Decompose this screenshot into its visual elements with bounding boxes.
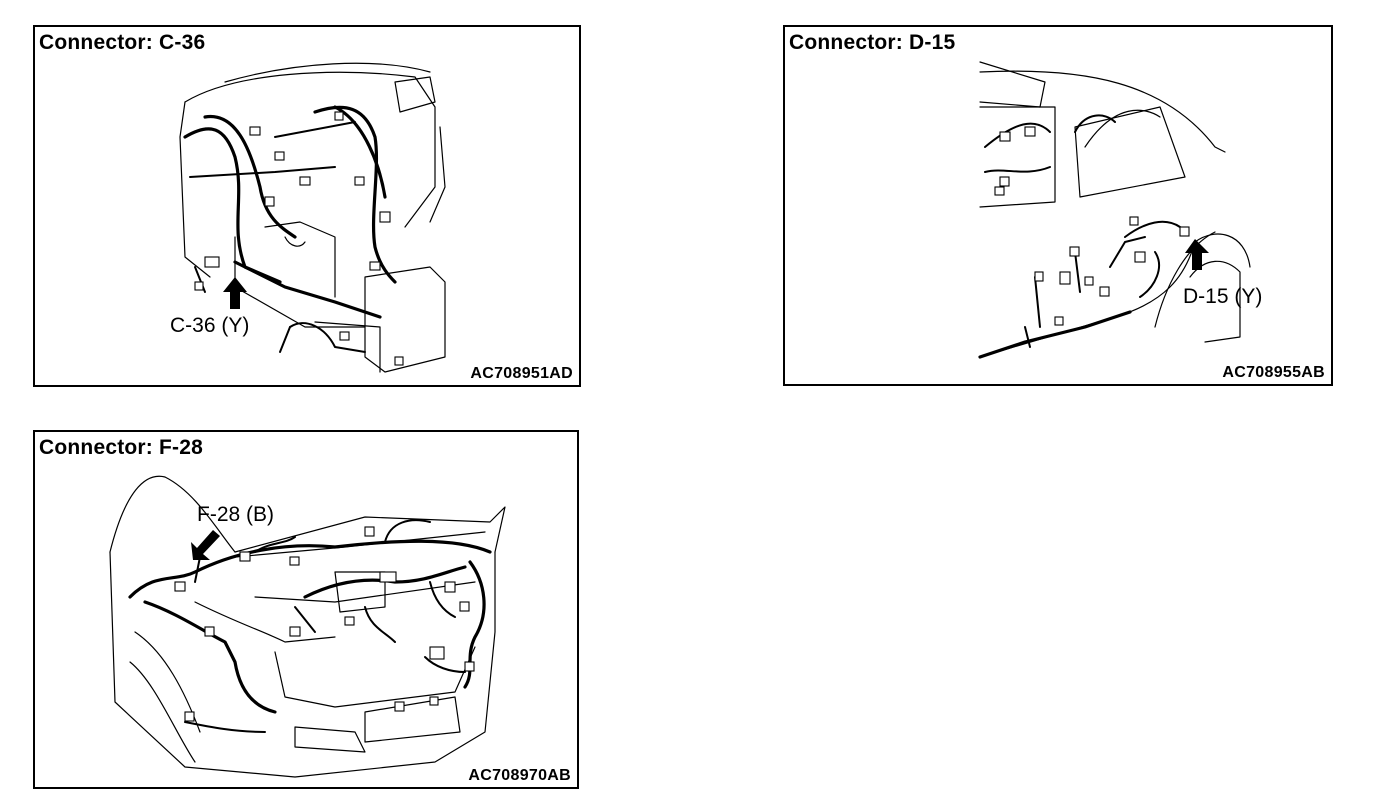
- connector-callout-label: C-36 (Y): [170, 314, 250, 337]
- connector-f28-panel: Connector: F-28 F-28 (B) AC708970AB: [33, 430, 579, 789]
- floor-harness-illustration: [978, 61, 1251, 359]
- figure-code: AC708951AD: [470, 365, 573, 382]
- panel-title: Connector: C-36: [39, 31, 206, 54]
- connector-c36-panel: Connector: C-36 C-36 (Y) AC708951AD: [33, 25, 581, 387]
- panel-title: Connector: D-15: [789, 31, 956, 54]
- d15-arrow-icon: [1185, 239, 1209, 270]
- dashboard-harness-illustration: [179, 62, 446, 373]
- panel-title: Connector: F-28: [39, 436, 204, 459]
- c36-arrow-icon: [223, 277, 247, 309]
- f28-arrow-icon: [191, 530, 220, 560]
- connector-d15-panel: Connector: D-15 D-15 (Y) AC708955AB: [783, 25, 1333, 386]
- connector-callout-label: F-28 (B): [197, 503, 275, 526]
- figure-code: AC708970AB: [468, 767, 571, 784]
- trunk-harness-illustration: [109, 475, 506, 778]
- connector-callout-label: D-15 (Y): [1183, 285, 1263, 308]
- figure-code: AC708955AB: [1222, 364, 1325, 381]
